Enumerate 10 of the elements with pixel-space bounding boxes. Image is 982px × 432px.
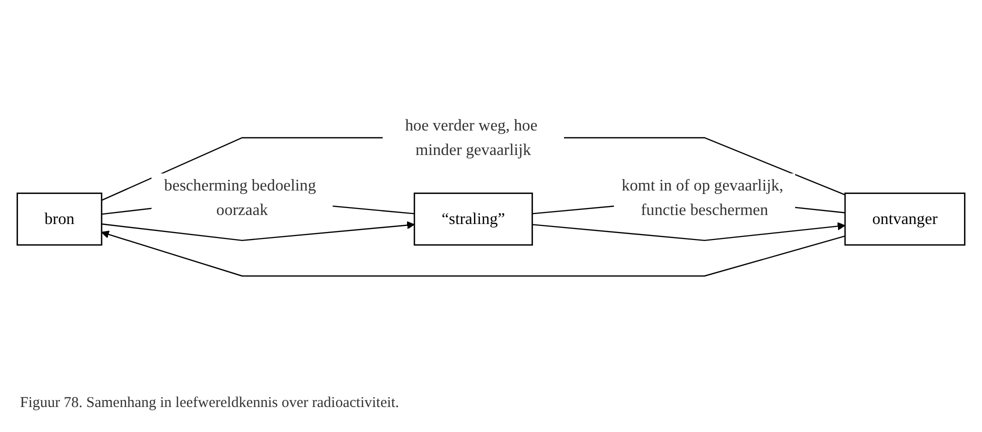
edge-label: komt in of op gevaarlijk, functie beschermen — [622, 176, 784, 220]
node-box: bron — [16, 192, 102, 246]
figure-caption: Figuur 78. Samenhang in leefwereldkennis over radioactiviteit. — [20, 395, 400, 412]
arrow — [101, 230, 846, 277]
node-box: ontvanger — [844, 192, 966, 246]
arrow — [102, 222, 415, 242]
edge-label: bescherming bedoeling oorzaak — [164, 176, 316, 220]
edge-label: hoe verder weg, hoe minder gevaarlijk — [405, 116, 538, 159]
node-box: “straling” — [414, 192, 533, 246]
arrow — [532, 222, 846, 242]
